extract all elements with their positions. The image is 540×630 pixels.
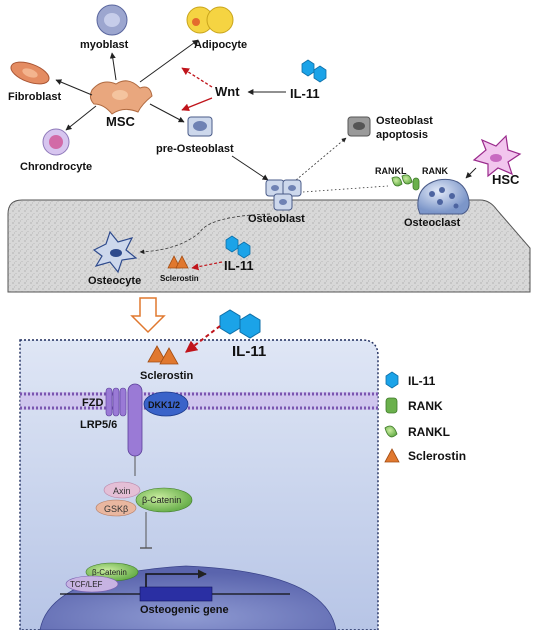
arrow-il11-to-sclerostin-cell <box>185 325 221 353</box>
rankl-icons <box>391 174 420 191</box>
osteoblast-cluster-icon <box>265 179 302 211</box>
gsk-protein-icon <box>95 499 137 517</box>
arrow-osteoblast-to-rankl <box>302 185 389 193</box>
il11-bone-label: IL-11 <box>224 258 254 273</box>
tcf-protein-icon <box>65 575 119 593</box>
arrow-hsc-to-osteoclast <box>465 167 477 179</box>
arrow-msc-to-myoblast <box>109 52 117 81</box>
sclerostin-bone-icon <box>167 255 189 269</box>
arrow-il11-to-sclerostin-bone <box>191 261 223 271</box>
myoblast-label: myoblast <box>80 39 129 51</box>
arrow-osteoblast-to-osteocyte <box>139 213 271 255</box>
arrow-msc-to-fibroblast <box>55 79 93 96</box>
axin-label: Axin <box>113 486 131 496</box>
pre-osteoblast-label: pre-Osteoblast <box>156 143 234 155</box>
rank-cylinder-icon <box>385 397 398 414</box>
tcf-label: TCF/LEF <box>70 580 103 589</box>
osteoblast-apoptosis-label-line1: Osteoblast <box>376 115 433 127</box>
hsc-label: HSC <box>492 172 520 187</box>
legend: IL-11 RANK RANKL Sclerostin <box>384 371 466 463</box>
osteoclast-label: Osteoclast <box>404 217 461 229</box>
transcription-start-arrow-icon <box>145 569 207 587</box>
chondrocyte-label: Chrondrocyte <box>20 161 92 173</box>
lrp-label: LRP5/6 <box>80 419 117 431</box>
rank-label: RANK <box>422 166 448 176</box>
arrow-wnt-solid-red <box>181 97 213 112</box>
fzd-receptor-icon <box>105 387 127 417</box>
arrow-msc-to-chondrocyte <box>65 105 97 131</box>
osteocyte-label: Osteocyte <box>88 275 141 287</box>
legend-label-sclerostin: Sclerostin <box>408 449 466 463</box>
pre-osteoblast-cell-icon <box>187 116 213 137</box>
legend-item-il11: IL-11 <box>385 371 436 389</box>
arrow-wnt-dashed-red <box>181 67 213 88</box>
il11-bone-hexagons-icon <box>225 235 251 259</box>
fzd-label: FZD <box>82 397 103 409</box>
legend-item-rankl: RANKL <box>384 425 450 439</box>
osteocyte-cell-icon <box>92 230 138 274</box>
msc-label: MSC <box>106 114 136 129</box>
fibroblast-label: Fibroblast <box>8 91 62 103</box>
dkk-protein-icon <box>143 391 189 417</box>
sclerostin-bone-label: Sclerostin <box>160 274 199 283</box>
il11-top-label: IL-11 <box>290 86 320 101</box>
sclerostin-cell-label: Sclerostin <box>140 370 193 382</box>
sclerostin-cell-icon <box>147 345 179 365</box>
beta-catenin-protein-icon <box>135 487 193 513</box>
osteoblast-apoptosis-label-line2: apoptosis <box>376 129 428 141</box>
beta-catenin-label: β-Catenin <box>142 495 181 505</box>
adipocyte-cell-icon <box>186 6 234 34</box>
hsc-cell-icon <box>472 134 522 178</box>
arrow-osteoblast-to-apoptosis <box>295 137 347 181</box>
lrp-receptor-icon <box>127 383 143 457</box>
cell-membrane <box>20 392 378 410</box>
chondrocyte-cell-icon <box>42 128 70 156</box>
axin-protein-icon <box>103 481 141 499</box>
msc-cell-icon <box>89 80 153 115</box>
legend-item-sclerostin: Sclerostin <box>384 448 466 463</box>
fibroblast-cell-icon <box>10 61 50 85</box>
arrow-preosteoblast-to-osteoblast <box>231 155 269 181</box>
osteoclast-cell-icon <box>417 178 470 215</box>
il11-cell-hexagons-icon <box>219 309 261 339</box>
osteogenic-gene-label: Osteogenic gene <box>140 604 229 616</box>
legend-item-rank: RANK <box>385 397 443 414</box>
il11-hexagon-icon <box>385 371 399 389</box>
myoblast-cell-icon <box>96 4 128 36</box>
legend-label-il11: IL-11 <box>408 374 436 388</box>
arrow-msc-to-adipocyte <box>139 39 199 83</box>
il11-top-hexagons-icon <box>301 59 327 83</box>
arrow-msc-to-preosteoblast <box>149 103 185 123</box>
wnt-label: Wnt <box>215 84 240 99</box>
rankl-leaf-icon <box>384 425 398 438</box>
rankl-label: RANKL <box>375 166 407 176</box>
il11-cell-label: IL-11 <box>232 343 266 360</box>
legend-label-rank: RANK <box>408 399 443 413</box>
adipocyte-label: Adipocyte <box>194 39 247 51</box>
bone-matrix <box>7 199 531 293</box>
gsk-label: GSKβ <box>104 504 128 514</box>
legend-label-rankl: RANKL <box>408 425 450 439</box>
osteogenic-gene-box <box>139 586 213 602</box>
apoptotic-osteoblast-icon <box>347 116 371 137</box>
beta-catenin-nucleus-label: β-Catenin <box>92 568 127 577</box>
sclerostin-triangle-icon <box>384 448 400 463</box>
open-down-arrow-icon <box>130 297 166 334</box>
osteoblast-label: Osteoblast <box>248 213 305 225</box>
dkk-label: DKK1/2 <box>148 400 180 410</box>
